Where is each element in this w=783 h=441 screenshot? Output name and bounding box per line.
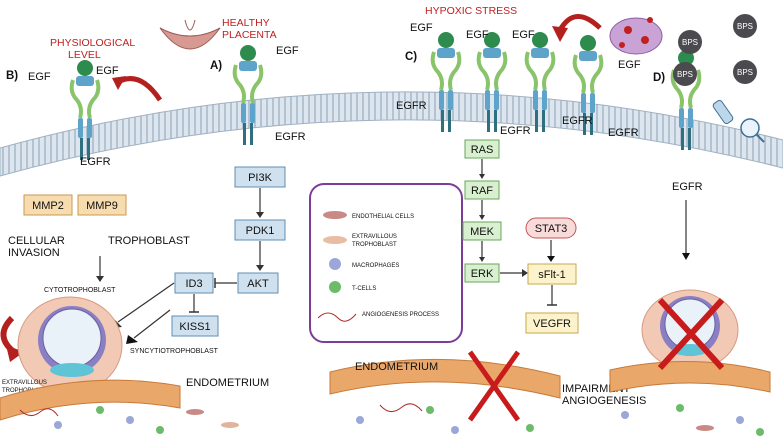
egfr-label-a: EGFR [275, 131, 306, 143]
mmp9-box: MMP9 [77, 194, 127, 216]
syncytiotrophoblast-label: SYNCYTIOTROPHOBLAST [130, 348, 219, 355]
svg-text:MMP2: MMP2 [32, 200, 64, 212]
egfr-label-c2: EGFR [500, 125, 531, 137]
id3-box: ID3 [174, 272, 214, 294]
svg-text:RAF: RAF [471, 185, 493, 197]
bottle-magnifier-icon [712, 99, 765, 143]
svg-text:PI3K: PI3K [248, 172, 273, 184]
cellular-label: CELLULAR [8, 235, 65, 247]
egf-label-b1: EGF [28, 71, 51, 83]
pdk1-box: PDK1 [234, 219, 286, 241]
legend-box: ENDOTHELIAL CELLS EXTRAVILLOUS TROPHOBLA… [309, 183, 463, 343]
svg-text:MEK: MEK [470, 226, 495, 238]
egf-label-c2: EGF [466, 29, 489, 41]
endometrium-label-middle: ENDOMETRIUM [355, 361, 438, 373]
egfr-label-c3: EGFR [562, 115, 593, 127]
egf-label-a: EGF [276, 45, 299, 57]
hypoxic-cell-icon [609, 17, 663, 55]
receptor-a [232, 43, 264, 147]
svg-text:ID3: ID3 [185, 278, 202, 290]
curved-red-arrow-c [557, 14, 602, 32]
legend-extravillous-1: EXTRAVILLOUS [352, 234, 397, 240]
scattered-cells-left [19, 406, 239, 434]
trophoblast-label: TROPHOBLAST [108, 235, 190, 247]
mmp2-box: MMP2 [23, 194, 73, 216]
angiogenesis-label: ANGIOGENESIS [562, 395, 646, 407]
endometrium-middle [329, 350, 561, 422]
scattered-cells-right [621, 404, 764, 436]
legend-angiogenesis: ANGIOGENESIS PROCESS [362, 312, 439, 318]
panel-b-label: B) [6, 70, 18, 82]
egfr-label-b: EGFR [80, 156, 111, 168]
physiological-label: PHYSIOLOGICAL [50, 37, 135, 49]
egfr-label-c1: EGFR [396, 100, 427, 112]
stat3-box: STAT3 [525, 217, 577, 239]
vegfr-box: VEGFR [525, 312, 579, 334]
svg-text:VEGFR: VEGFR [533, 318, 571, 330]
scattered-cells-middle [356, 403, 534, 434]
egfr-label-d: EGFR [672, 181, 703, 193]
curved-red-arrow-b [116, 76, 163, 102]
svg-text:sFlt-1: sFlt-1 [538, 269, 566, 281]
panel-d-label: D) [653, 72, 665, 84]
legend-extravillous-2: TROPHOBLAST [352, 242, 397, 248]
bps-molecule-3: BPS [673, 62, 697, 86]
svg-text:STAT3: STAT3 [535, 223, 568, 235]
legend-endothelial: ENDOTHELIAL CELLS [352, 214, 414, 220]
akt-box: AKT [237, 272, 279, 294]
egf-label-c4: EGF [618, 59, 641, 71]
panel-c-label: C) [405, 51, 417, 63]
egf-label-b2: EGF [96, 65, 119, 77]
egf-label-c3: EGF [512, 29, 535, 41]
bps-molecule-4: BPS [733, 60, 757, 84]
panel-a-label: A) [210, 60, 222, 72]
extravillous-label-1: EXTRAVILLOUS [2, 380, 47, 386]
svg-text:BPS: BPS [737, 68, 753, 77]
endometrium-left [0, 379, 181, 421]
blastocyst-impaired [609, 289, 771, 393]
mek-box: MEK [462, 221, 502, 241]
sflt1-box: sFlt-1 [527, 263, 577, 285]
cytotrophoblast-label: CYTOTROPHOBLAST [44, 287, 116, 294]
legend-tcells: T-CELLS [352, 286, 376, 292]
blastocyst-healthy [17, 296, 123, 394]
bps-molecule-1: BPS [678, 30, 702, 54]
hypoxic-stress-label: HYPOXIC STRESS [425, 5, 517, 17]
svg-text:MMP9: MMP9 [86, 200, 118, 212]
erk-box: ERK [464, 263, 500, 283]
endometrium-label-left: ENDOMETRIUM [186, 377, 269, 389]
healthy-label: HEALTHY [222, 17, 270, 29]
cell-membrane [0, 91, 783, 177]
invasion-label: INVASION [8, 247, 60, 259]
legend-macrophages: MACROPHAGES [352, 263, 399, 269]
level-label: LEVEL [68, 49, 101, 61]
egf-label-c1: EGF [410, 22, 433, 34]
egfr-label-c4: EGFR [608, 127, 639, 139]
pi3k-box: PI3K [234, 166, 286, 188]
svg-text:BPS: BPS [677, 70, 693, 79]
kiss1-box: KISS1 [171, 315, 219, 337]
raf-box: RAF [464, 180, 500, 200]
svg-text:PDK1: PDK1 [246, 225, 275, 237]
svg-text:RAS: RAS [471, 144, 494, 156]
svg-text:AKT: AKT [247, 278, 269, 290]
svg-text:KISS1: KISS1 [179, 321, 210, 333]
svg-text:BPS: BPS [737, 22, 753, 31]
svg-text:BPS: BPS [682, 38, 698, 47]
ras-box: RAS [464, 139, 500, 159]
bps-molecule-2: BPS [733, 14, 757, 38]
svg-text:ERK: ERK [471, 268, 494, 280]
placenta-icon [159, 19, 221, 50]
placenta-label: PLACENTA [222, 29, 277, 41]
